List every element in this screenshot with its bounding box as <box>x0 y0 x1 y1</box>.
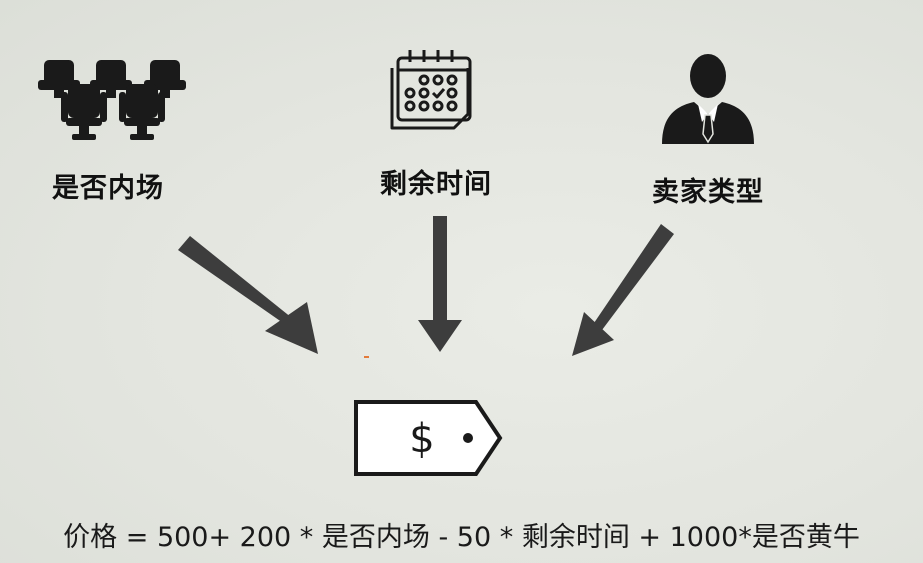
label-remaining-time: 剩余时间 <box>380 169 492 200</box>
calendar-icon <box>390 50 472 130</box>
price-tag-icon: $ <box>354 400 503 476</box>
arrow-seller-to-price <box>572 224 674 356</box>
arrow-venue-to-price <box>178 236 318 354</box>
theater-seats-icon <box>38 60 186 140</box>
arrow-time-to-price <box>418 216 462 352</box>
label-is-inner-venue: 是否内场 <box>52 173 164 204</box>
label-seller-type: 卖家类型 <box>652 177 764 208</box>
accent-dot <box>364 356 369 358</box>
price-tag-symbol: $ <box>409 416 434 462</box>
price-formula: 价格 = 500+ 200 * 是否内场 - 50 * 剩余时间 + 1000*… <box>63 522 860 553</box>
businessman-icon <box>662 54 754 144</box>
